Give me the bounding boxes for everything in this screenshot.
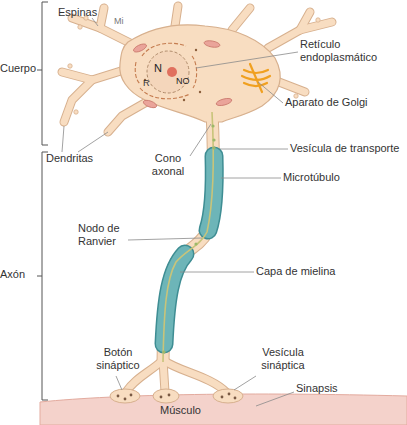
part-label: Vesícula sináptica [252,346,314,371]
organelle-code: Mi [114,16,134,26]
endoplasmic-reticulum [135,43,196,99]
golgi-apparatus [242,64,270,92]
part-label: Retículo endoplasmático [300,38,405,63]
dendrite [62,6,332,132]
terminal-fill [126,360,226,392]
part-label: Músculo [160,404,230,417]
organelle-code: N [154,62,168,75]
dendrite-outline [62,6,332,132]
part-label: Microtúbulo [283,171,383,184]
nucleolus [167,67,177,77]
part-label: Dendritas [46,152,116,165]
part-label: Nodo de Ranvier [78,222,133,247]
microtubule [163,112,213,362]
section-label: Cuerpo [0,62,40,75]
nucleus [147,51,189,93]
mitochondrion [132,40,232,110]
part-label: Sinapsis [296,382,376,395]
organelle-code: NO [176,76,196,86]
part-label: Espinas [58,6,118,19]
synaptic-vesicle [117,393,237,401]
terminal-outline [126,360,226,392]
organelle-code: R [143,78,157,88]
bracket [37,2,48,400]
part-label: Aparato de Golgi [285,96,405,109]
part-label: Botón sináptico [88,346,148,371]
part-label: Vesícula de transporte [290,142,407,155]
section-label: Axón [0,268,40,281]
ribosome [144,49,201,101]
synaptic-bouton [110,389,243,403]
part-label: Capa de mielina [256,265,376,278]
part-label: Cono axonal [140,152,196,177]
cell-body [120,25,280,122]
